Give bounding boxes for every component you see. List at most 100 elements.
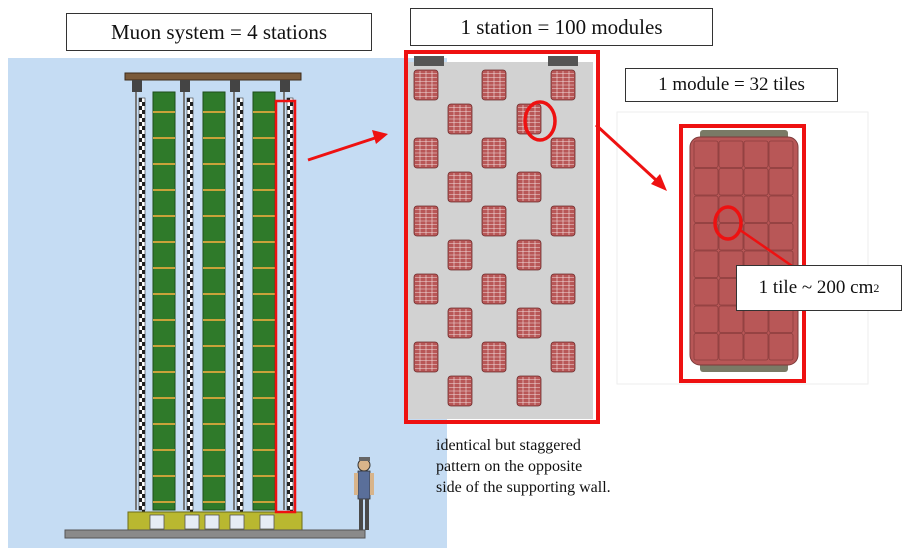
checker-cell [142,206,145,210]
station-column-4 [286,97,294,514]
checker-cell [139,442,142,446]
checker-cell [237,122,240,126]
checker-cell [237,354,240,358]
module [413,137,439,169]
checker-cell [237,378,240,382]
checker-cell [190,334,193,338]
stagger-note-line-2: pattern on the opposite [436,458,583,475]
checker-cell [187,266,190,270]
checker-cell [287,234,290,238]
checker-cell [190,126,193,130]
checker-cell [190,158,193,162]
checker-cell [240,310,243,314]
checker-cell [287,122,290,126]
label-station: 1 station = 100 modules [410,8,713,46]
checker-cell [139,354,142,358]
checker-cell [237,450,240,454]
checker-cell [142,446,145,450]
checker-cell [290,366,293,370]
checker-cell [290,350,293,354]
tile-highlight-circle [713,205,743,241]
base-window [204,514,220,530]
tile [768,140,794,168]
hanger-clamp [132,80,142,92]
detector-overview [8,58,447,548]
checker-cell [240,430,243,434]
module [516,103,542,135]
checker-cell [240,174,243,178]
checker-cell [139,210,142,214]
checker-cell [139,370,142,374]
checker-cell [290,174,293,178]
checker-cell [237,186,240,190]
checker-cell [240,454,243,458]
checker-cell [190,454,193,458]
checker-cell [290,222,293,226]
checker-cell [187,474,190,478]
checker-cell [187,114,190,118]
checker-cell [187,370,190,374]
checker-cell [142,118,145,122]
checker-cell [139,506,142,510]
checker-cell [142,422,145,426]
checker-cell [240,166,243,170]
checker-cell [190,502,193,506]
module [481,137,507,169]
label-station-text: 1 station = 100 modules [460,14,663,39]
checker-cell [187,466,190,470]
module [550,273,576,305]
checker-cell [139,234,142,238]
checker-cell [187,162,190,166]
checker-cell [290,374,293,378]
checker-cell [190,174,193,178]
checker-cell [240,222,243,226]
checker-cell [287,146,290,150]
checker-cell [142,438,145,442]
checker-cell [287,226,290,230]
tile [743,195,769,223]
checker-cell [287,194,290,198]
module [447,171,473,203]
checker-cell [187,290,190,294]
checker-cell [190,374,193,378]
checker-cell [237,218,240,222]
tile [718,305,744,333]
checker-cell [240,246,243,250]
checker-cell [240,110,243,114]
checker-cell [139,362,142,366]
checker-cell [142,254,145,258]
checker-cell [142,502,145,506]
checker-cell [287,394,290,398]
checker-cell [187,386,190,390]
checker-cell [139,98,142,102]
checker-cell [290,278,293,282]
checker-cell [240,326,243,330]
checker-cell [290,294,293,298]
checker-cell [190,398,193,402]
checker-cell [237,418,240,422]
arrow-station [307,136,376,162]
checker-cell [290,502,293,506]
label-muon-system-text: Muon system = 4 stations [110,19,328,44]
label-muon-system: Muon system = 4 stations [66,13,372,51]
checker-cell [142,486,145,490]
checker-cell [187,362,190,366]
checker-cell [142,390,145,394]
checker-cell [287,402,290,406]
checker-cell [187,186,190,190]
checker-cell [237,314,240,318]
checker-cell [287,306,290,310]
checker-cell [240,270,243,274]
checker-cell [237,370,240,374]
checker-cell [287,250,290,254]
checker-cell [237,442,240,446]
checker-cell [237,274,240,278]
checker-cell [139,162,142,166]
checker-cell [237,194,240,198]
stagger-note-line-1: identical but staggered [436,437,581,454]
checker-cell [142,166,145,170]
checker-cell [290,486,293,490]
label-module: 1 module = 32 tiles [625,68,838,102]
checker-cell [139,298,142,302]
checker-cell [237,482,240,486]
